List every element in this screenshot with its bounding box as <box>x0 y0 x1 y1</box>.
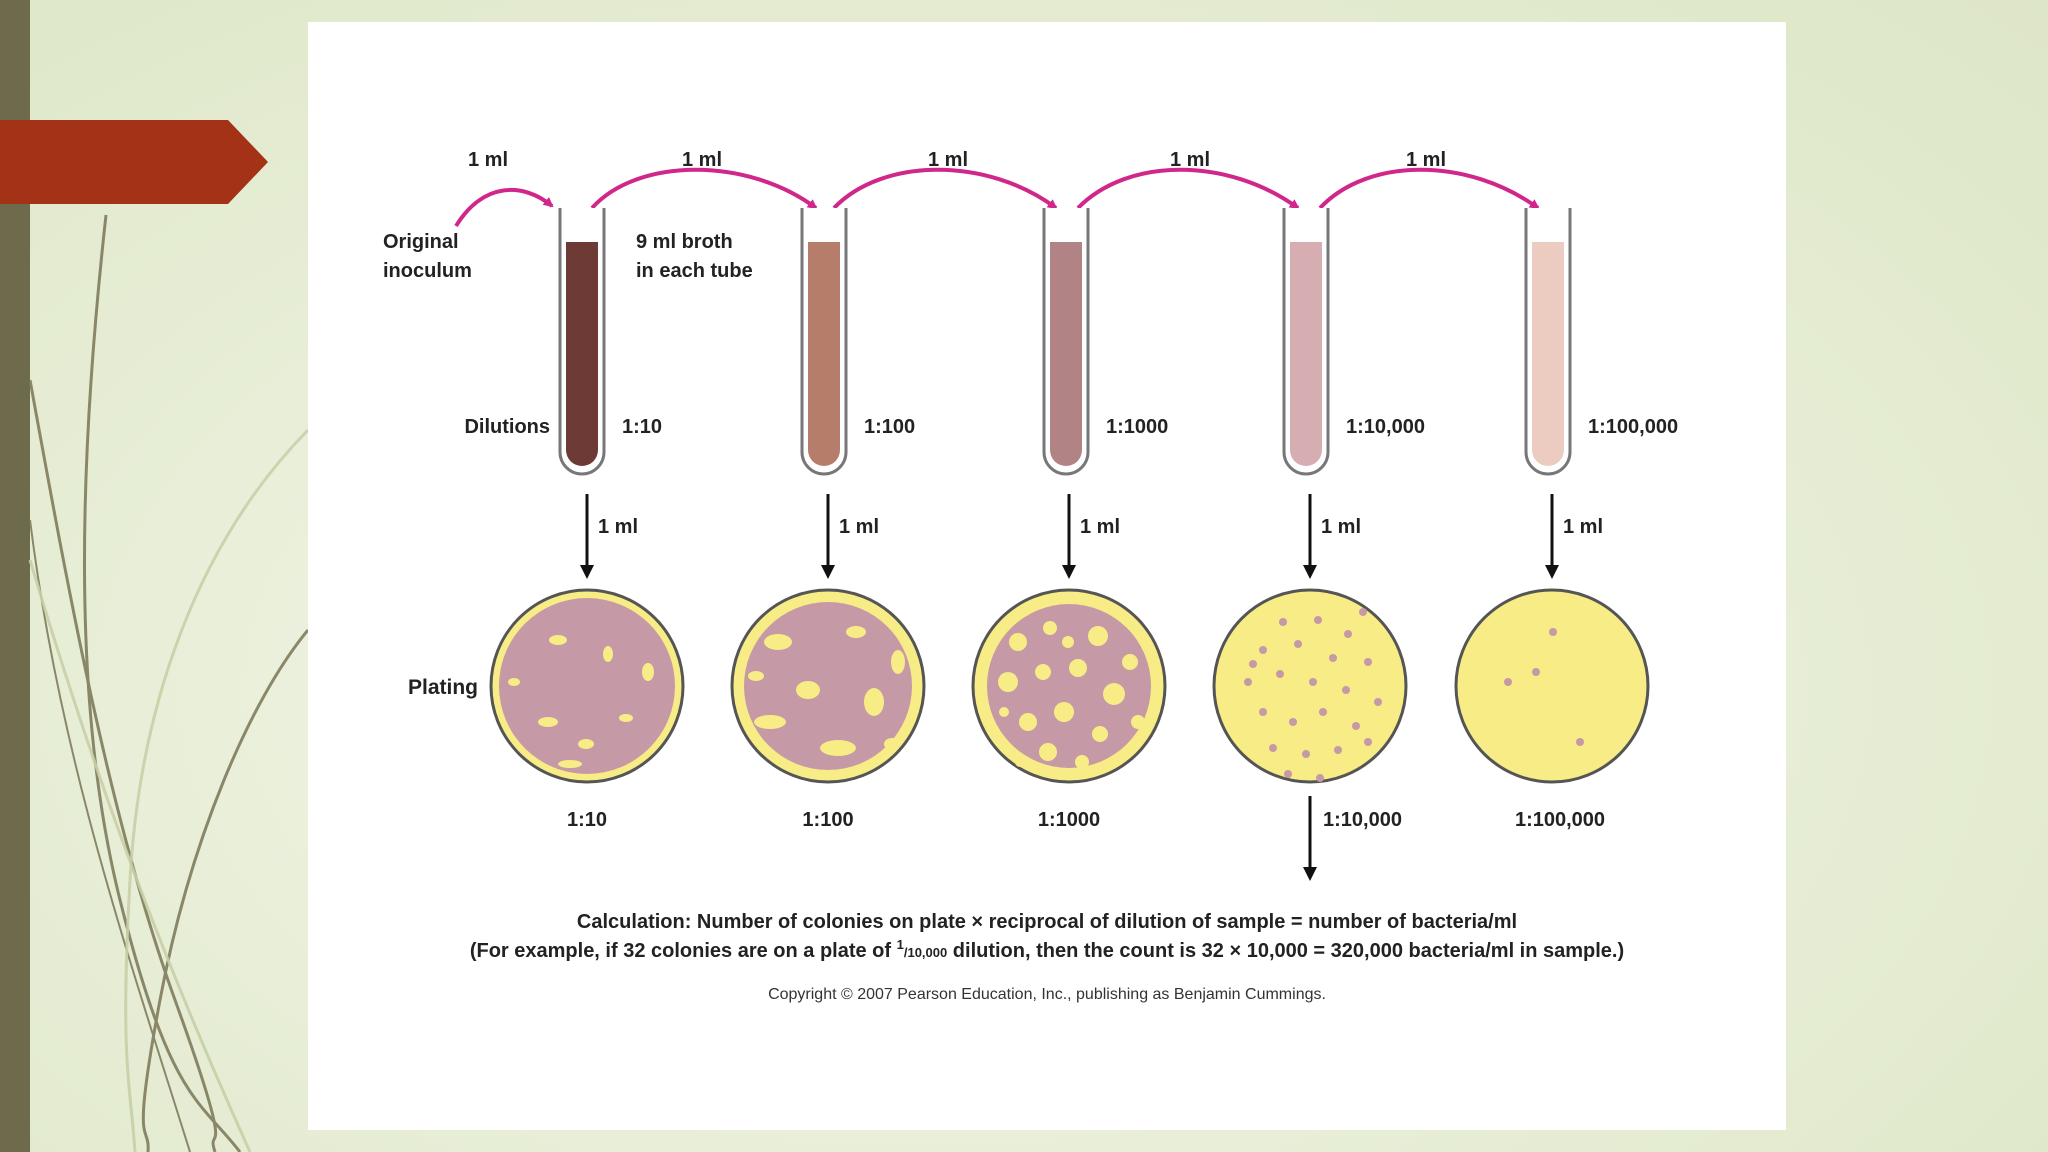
tube-4: 1:100,000 <box>1524 208 1678 476</box>
plate-1 <box>730 588 926 784</box>
tube-1: 1:100 <box>800 208 915 476</box>
plating-volume-0: 1 ml <box>598 516 638 538</box>
plate-3 <box>1212 588 1408 784</box>
transfer-label-1: 1 ml <box>682 149 722 171</box>
calculation-fraction-numerator: 1 <box>897 937 904 952</box>
tube-liquid-2 <box>1050 242 1082 466</box>
dilution-label-0: 1:10 <box>622 416 662 438</box>
plate-label-3: 1:10,000 <box>1323 809 1402 831</box>
calculation-line-2-pre: (For example, if 32 colonies are on a pl… <box>470 940 897 962</box>
plating-volume-labels: 1 ml 1 ml 1 ml 1 ml 1 ml <box>598 516 1603 538</box>
original-inoculum-label-line1: Original <box>383 231 459 253</box>
tube-2: 1:1000 <box>1042 208 1168 476</box>
calculation-line-2-post: dilution, then the count is 32 × 10,000 … <box>947 940 1624 962</box>
colonies-4 <box>1504 628 1584 746</box>
transfer-arrow-1 <box>590 167 818 210</box>
dilution-label-2: 1:1000 <box>1106 416 1168 438</box>
plate-label-1: 1:100 <box>802 809 853 831</box>
tube-3: 1:10,000 <box>1282 208 1425 476</box>
plating-arrows <box>580 494 1559 881</box>
tube-liquid-3 <box>1290 242 1322 466</box>
plating-volume-3: 1 ml <box>1321 516 1361 538</box>
plating-volume-4: 1 ml <box>1563 516 1603 538</box>
plating-volume-1: 1 ml <box>839 516 879 538</box>
copyright-notice: Copyright © 2007 Pearson Education, Inc.… <box>768 986 1326 1003</box>
plating-volume-2: 1 ml <box>1080 516 1120 538</box>
calculation-fraction-denominator: /10,000 <box>904 945 947 960</box>
agar-plates <box>489 588 1650 784</box>
broth-label-line2: in each tube <box>636 260 753 282</box>
plate-2 <box>971 588 1167 784</box>
decorative-curves <box>28 214 310 1152</box>
plate-label-0: 1:10 <box>567 809 607 831</box>
original-inoculum-label-line2: inoculum <box>383 260 472 282</box>
transfer-label-0: 1 ml <box>468 149 508 171</box>
colonies-3 <box>1244 608 1382 782</box>
confluent-growth-0 <box>499 598 675 774</box>
calculation-line-2: (For example, if 32 colonies are on a pl… <box>470 937 1624 962</box>
plate-0 <box>489 588 685 784</box>
broth-label-line1: 9 ml broth <box>636 231 733 253</box>
title-arrow-banner <box>0 120 268 204</box>
transfer-arrow-4 <box>1318 167 1540 210</box>
tube-liquid-4 <box>1532 242 1564 466</box>
decorative-curves-light <box>28 428 310 1152</box>
plate-4 <box>1454 588 1650 784</box>
plating-label: Plating <box>408 676 478 699</box>
calculation-line-1: Calculation: Number of colonies on plate… <box>577 911 1517 933</box>
transfer-arrow-2 <box>832 167 1058 210</box>
transfer-label-4: 1 ml <box>1406 149 1446 171</box>
plate-label-2: 1:1000 <box>1038 809 1100 831</box>
dilution-label-3: 1:10,000 <box>1346 416 1425 438</box>
transfer-arrows <box>454 167 1540 228</box>
transfer-arrow-3 <box>1076 167 1300 210</box>
tube-liquid-0 <box>566 242 598 466</box>
tube-liquid-1 <box>808 242 840 466</box>
transfer-labels: 1 ml 1 ml 1 ml 1 ml 1 ml <box>468 149 1446 171</box>
dilution-label-1: 1:100 <box>864 416 915 438</box>
tube-0: 1:10 <box>558 208 662 476</box>
transfer-arrow-0 <box>454 187 554 228</box>
test-tubes: 1:10 1:100 1:1000 1:10,000 1:100,000 <box>558 208 1678 476</box>
plate-labels: 1:10 1:100 1:1000 1:10,000 1:100,000 <box>567 809 1605 831</box>
plate-label-4: 1:100,000 <box>1515 809 1605 831</box>
transfer-label-3: 1 ml <box>1170 149 1210 171</box>
dilution-label-4: 1:100,000 <box>1588 416 1678 438</box>
transfer-label-2: 1 ml <box>928 149 968 171</box>
dilutions-label: Dilutions <box>464 416 550 438</box>
serial-dilution-diagram: 1 ml 1 ml 1 ml 1 ml 1 ml Original inocul… <box>383 149 1678 1003</box>
